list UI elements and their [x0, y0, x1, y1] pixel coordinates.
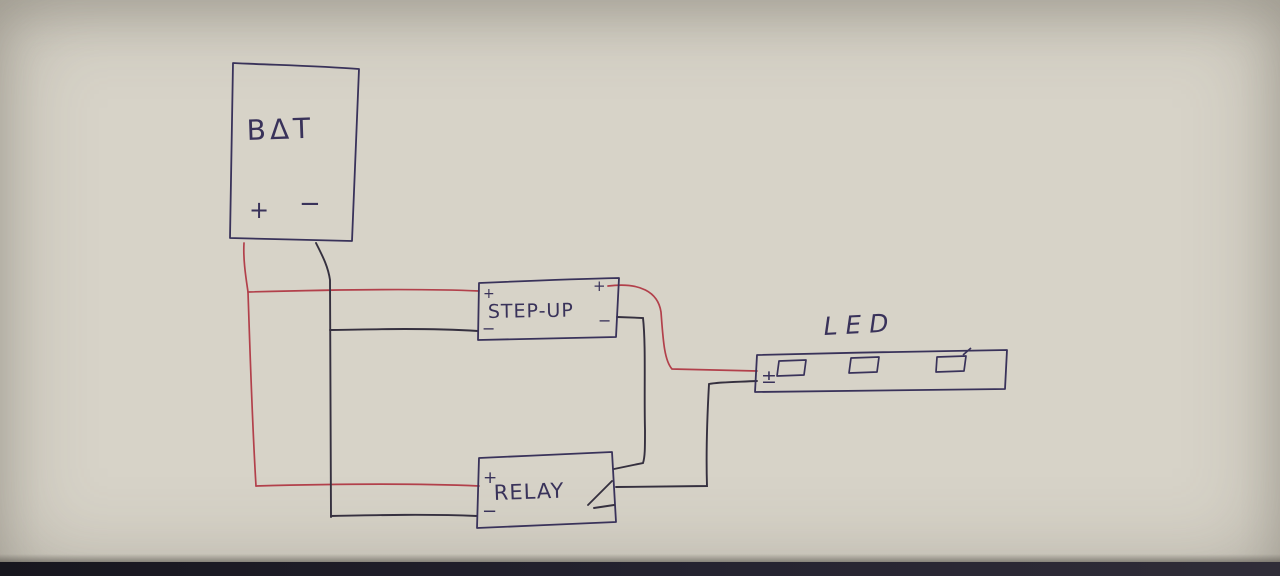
positive-wires — [242, 242, 758, 487]
wire-stepup-to-led — [607, 284, 758, 372]
wire-plus-to-stepup — [247, 288, 480, 293]
stepup-minus-out: − — [598, 311, 611, 330]
relay-label: RELAY — [493, 479, 564, 505]
led-polarity-mark: ± — [761, 366, 777, 388]
relay-switch-contact-2 — [593, 504, 615, 509]
led-chip-3 — [935, 355, 967, 373]
stepup-plus-in: + — [483, 286, 495, 302]
led-chip-2 — [848, 356, 880, 374]
wire-minus-to-stepup — [329, 328, 479, 332]
led-chip-3-tick — [962, 347, 972, 356]
relay-minus-terminal: − — [482, 501, 497, 522]
stepup-plus-out: + — [593, 277, 606, 295]
relay-plus-terminal: + — [483, 468, 497, 488]
wire-minus-to-relay — [330, 513, 478, 517]
stepup-box — [477, 277, 620, 341]
led-strip-component: LED ± — [754, 308, 1008, 393]
led-strip-outline — [754, 349, 1008, 393]
battery-minus-terminal: − — [299, 189, 321, 219]
wire-battery-minus-down — [315, 242, 332, 518]
battery-box — [229, 62, 360, 242]
battery-plus-terminal: + — [249, 196, 269, 224]
wire-battery-plus-down — [242, 242, 257, 487]
relay-box — [476, 451, 617, 529]
battery-component: BΔT + − — [229, 62, 360, 242]
battery-label: BΔT — [246, 112, 315, 147]
stepup-label: STEP-UP — [488, 300, 574, 323]
table-edge — [0, 562, 1280, 576]
relay-switch-contact — [587, 480, 613, 506]
stepup-component: STEP-UP + − + − — [477, 277, 620, 341]
paper-edge-shadow — [0, 554, 1280, 562]
led-chip-1 — [776, 359, 807, 377]
wire-stepup-out-to-relay — [613, 316, 646, 470]
relay-component: RELAY + − — [476, 451, 617, 529]
stepup-minus-in: − — [482, 319, 495, 338]
led-label: LED — [823, 308, 897, 341]
wire-led-return-to-relay — [615, 380, 758, 488]
wire-plus-to-relay — [255, 483, 480, 487]
negative-wires — [315, 242, 758, 518]
